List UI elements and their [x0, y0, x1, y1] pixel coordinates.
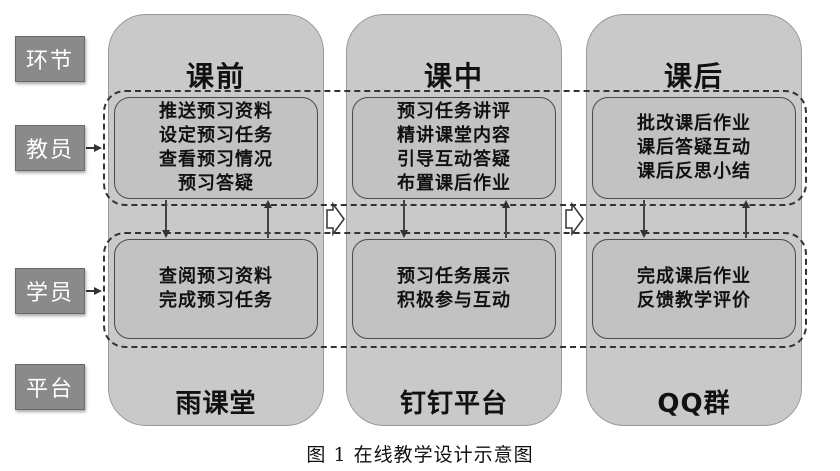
teacher-task-box-during: 预习任务讲评 精讲课堂内容 引导互动答疑 布置课后作业	[352, 97, 556, 199]
student-task-box-before: 查阅预习资料 完成预习任务	[114, 239, 318, 339]
task-line: 课后反思小结	[637, 161, 751, 182]
stage-label: 环节	[15, 36, 85, 82]
student-task-box-after: 完成课后作业 反馈教学评价	[592, 239, 796, 339]
phase-column-after: 课后 QQ群	[586, 14, 802, 426]
phase-title: 课后	[663, 60, 724, 93]
phase-column-during: 课中 钉钉平台	[346, 14, 562, 426]
figure-caption: 图 1 在线教学设计示意图	[306, 444, 534, 466]
task-line: 预习答疑	[178, 173, 254, 194]
task-line: 预习任务讲评	[397, 101, 511, 122]
phase-title: 课中	[423, 60, 484, 93]
task-line: 推送预习资料	[159, 101, 273, 122]
task-line: 引导互动答疑	[397, 149, 511, 170]
student-band	[103, 232, 807, 348]
platform-label: QQ群	[657, 389, 731, 419]
student-task-box-during: 预习任务展示 积极参与互动	[352, 239, 556, 339]
teacher-task-box-after: 批改课后作业 课后答疑互动 课后反思小结	[592, 97, 796, 199]
platform-label: 雨课堂	[175, 389, 257, 419]
task-line: 查看预习情况	[159, 149, 273, 170]
phase-title: 课前	[185, 60, 246, 93]
task-line: 精讲课堂内容	[397, 125, 511, 146]
task-line: 布置课后作业	[397, 173, 511, 194]
task-line: 查阅预习资料	[159, 266, 273, 287]
student-label: 学员	[15, 268, 85, 314]
task-line: 完成课后作业	[637, 266, 751, 287]
task-line: 预习任务展示	[397, 266, 511, 287]
task-line: 积极参与互动	[397, 290, 511, 311]
task-line: 设定预习任务	[159, 125, 273, 146]
task-line: 批改课后作业	[637, 113, 751, 134]
task-line: 课后答疑互动	[637, 137, 751, 158]
teacher-task-box-before: 推送预习资料 设定预习任务 查看预习情况 预习答疑	[114, 97, 318, 199]
teacher-band	[103, 90, 807, 206]
platform-row-label: 平台	[15, 364, 85, 410]
task-line: 反馈教学评价	[637, 290, 751, 311]
phase-transition-arrow	[326, 201, 345, 237]
teacher-label: 教员	[15, 125, 85, 171]
phase-column-before: 课前 雨课堂	[108, 14, 324, 426]
phase-transition-arrow	[565, 201, 584, 237]
task-line: 完成预习任务	[159, 290, 273, 311]
platform-label: 钉钉平台	[399, 389, 508, 419]
